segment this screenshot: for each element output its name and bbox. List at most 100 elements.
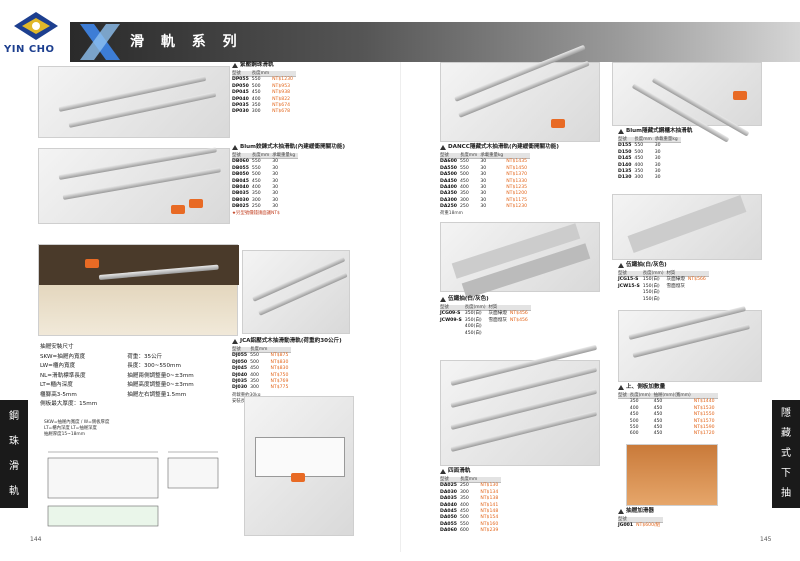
model-code: DB055 <box>232 165 249 171</box>
price-cell: NT$1370 <box>506 172 528 178</box>
block-title: DANCC隱藏式木抽滑軌(內建緩衝開關功能) <box>448 144 559 150</box>
price-cell: NT$1530 <box>693 405 715 411</box>
spine-char: 隱 <box>781 408 791 419</box>
table-cell: 550 <box>459 165 469 171</box>
table-cell: 500 <box>459 515 469 521</box>
price-cell: NT$1550 <box>693 412 715 418</box>
table-cell: 500 <box>251 172 261 178</box>
table-header-cell: 長度mm <box>459 476 481 484</box>
table-cell: 400 <box>459 502 469 508</box>
table-header-cell <box>270 346 292 354</box>
model-code: DA500 <box>440 172 457 178</box>
page-title: 滑 軌 系 列 <box>130 34 243 50</box>
model-code: JCW09-S <box>440 317 462 323</box>
price-cell: NT$938 <box>272 90 291 96</box>
table-cell: 550 <box>251 77 261 83</box>
block-title: Blum鉸鍊式木抽滑軌(內建緩衝開關功能) <box>240 144 346 150</box>
model-code: DA060 <box>440 528 457 534</box>
install-line: NL=滑軌標準長度 <box>40 372 86 379</box>
model-code: DA250 <box>440 204 457 210</box>
price-cell: NT$1450 <box>506 165 528 171</box>
table-cell: 30 <box>272 159 279 165</box>
table-header-cell: 長度(mm) <box>642 270 667 278</box>
price-cell: NT$830 <box>270 359 289 365</box>
spine-char: 下 <box>781 468 791 479</box>
model-code: JCG15-S <box>618 277 639 283</box>
table-cell: 400(白) <box>464 324 482 330</box>
table-header-cell: 型號 <box>232 70 252 78</box>
model-code: D145 <box>618 156 632 162</box>
model-code: DP055 <box>232 77 249 83</box>
model-code: DJ055 <box>232 353 248 359</box>
product-photo-blumhide <box>612 62 762 143</box>
price-cell: NT$875 <box>270 353 289 359</box>
block-title: JCA鋁壓式木抽滑動滑軌(荷重約30公斤) <box>240 338 342 344</box>
block-note: ★另型號價錢請面議NT$ <box>232 211 280 217</box>
table-cell: 550 <box>634 143 644 149</box>
table-cell: 30 <box>654 168 661 174</box>
table-cell <box>688 296 709 302</box>
brand-name: YIN CHO <box>4 44 55 55</box>
table-cell: 350 <box>251 102 261 108</box>
model-code: DP030 <box>232 109 249 115</box>
table-cell: 350(白) <box>464 311 482 317</box>
table-cell: 雪面燈灰 <box>666 283 685 289</box>
table-cell: 30 <box>480 191 487 197</box>
block-title: 抽屜加滑器 <box>626 508 654 514</box>
spine-right: 隱藏式下抽 <box>772 400 800 508</box>
table-header-cell: 型號 <box>618 270 643 278</box>
product-photo-updown <box>618 306 762 382</box>
table-header-row: 型號長度mm <box>440 476 502 484</box>
table-cell: 30 <box>272 165 279 171</box>
page-number-right: 145 <box>760 536 772 543</box>
table-cell: 550 <box>629 424 639 430</box>
model-code: DP045 <box>232 90 249 96</box>
triangle-icon <box>618 509 624 515</box>
table-cell: 450 <box>653 431 663 437</box>
table-cell: 30 <box>654 162 661 168</box>
model-code: D150 <box>618 149 632 155</box>
model-code: DB040 <box>232 184 249 190</box>
table-header-cell: 材質 <box>666 270 688 278</box>
table-header-cell <box>506 152 531 160</box>
model-code: D130 <box>618 175 632 181</box>
table-header-cell: 長度mm <box>250 346 271 354</box>
table-cell: 450 <box>251 178 261 184</box>
table-header-row: 型號長度(mm)材質 <box>618 270 709 278</box>
table-cell: 150(白) <box>642 283 660 289</box>
table-header-cell: 型號 <box>618 136 635 144</box>
product-photo-gray2 <box>612 194 762 260</box>
table-header-cell <box>480 476 502 484</box>
price-cell: NT$141 <box>480 502 499 508</box>
table-cell: 30 <box>480 184 487 190</box>
